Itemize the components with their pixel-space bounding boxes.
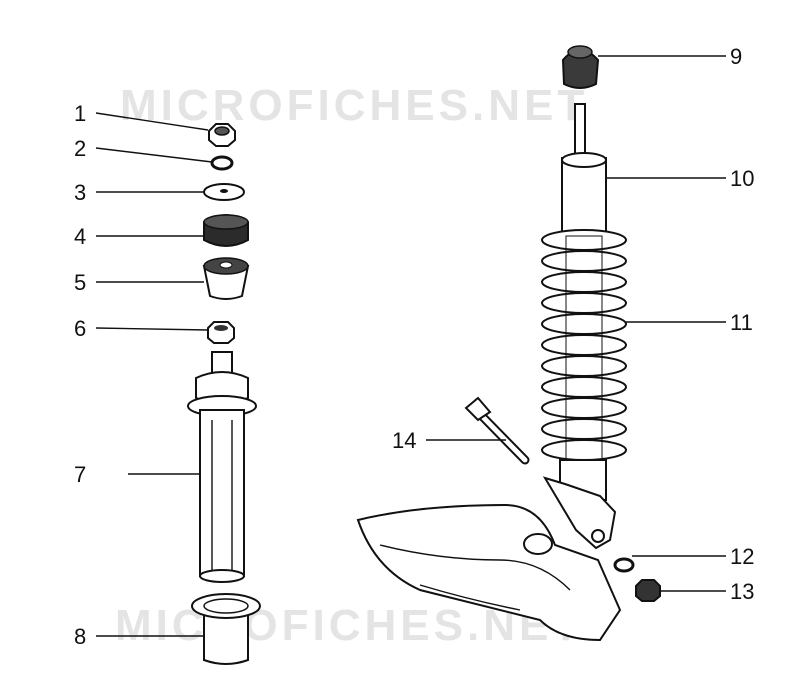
spring-coil xyxy=(541,376,627,398)
spring-coil xyxy=(541,439,627,461)
part-5-conical-bush xyxy=(202,257,250,300)
part-7-damper-body xyxy=(187,351,257,583)
spring-coil xyxy=(541,334,627,356)
spring-coil xyxy=(541,292,627,314)
watermark-top: MICROFICHES.NET xyxy=(120,81,588,130)
spring-coil xyxy=(541,229,627,251)
callout-9: 9 xyxy=(730,44,742,69)
spring-coil xyxy=(541,418,627,440)
callout-5: 5 xyxy=(74,270,86,295)
spring-coil xyxy=(541,313,627,335)
frame-bracket xyxy=(356,503,622,642)
part-11-coil-spring xyxy=(541,229,627,467)
part-13-nut xyxy=(635,579,661,602)
shock-lower-eye xyxy=(542,459,617,550)
callout-2: 2 xyxy=(74,136,86,161)
part-10-shock-upper-body xyxy=(561,103,607,239)
callout-labels: 1 2 3 4 5 6 7 8 9 10 11 12 13 14 xyxy=(74,44,754,649)
part-6-nut xyxy=(207,321,235,344)
part-14-bolt xyxy=(464,396,530,465)
spring-coil xyxy=(541,271,627,293)
callout-4: 4 xyxy=(74,224,86,249)
callout-12: 12 xyxy=(730,544,754,569)
callout-14: 14 xyxy=(392,428,416,453)
callout-7: 7 xyxy=(74,462,86,487)
callout-6: 6 xyxy=(74,316,86,341)
part-3-washer xyxy=(203,183,245,201)
spring-coil xyxy=(541,250,627,272)
callout-3: 3 xyxy=(74,180,86,205)
callout-13: 13 xyxy=(730,579,754,604)
part-8-sleeve xyxy=(191,593,261,665)
callout-8: 8 xyxy=(74,624,86,649)
part-2-lock-washer xyxy=(210,155,234,171)
callout-11: 11 xyxy=(730,310,753,335)
leader-lines xyxy=(95,55,726,637)
callout-10: 10 xyxy=(730,166,754,191)
spring-coil xyxy=(541,355,627,377)
part-4-rubber-bush xyxy=(203,214,249,247)
spring-coil xyxy=(541,397,627,419)
callout-1: 1 xyxy=(74,101,86,126)
part-12-lock-washer xyxy=(613,557,635,573)
part-9-rubber-cap xyxy=(561,45,600,89)
part-1-nut xyxy=(208,123,236,147)
